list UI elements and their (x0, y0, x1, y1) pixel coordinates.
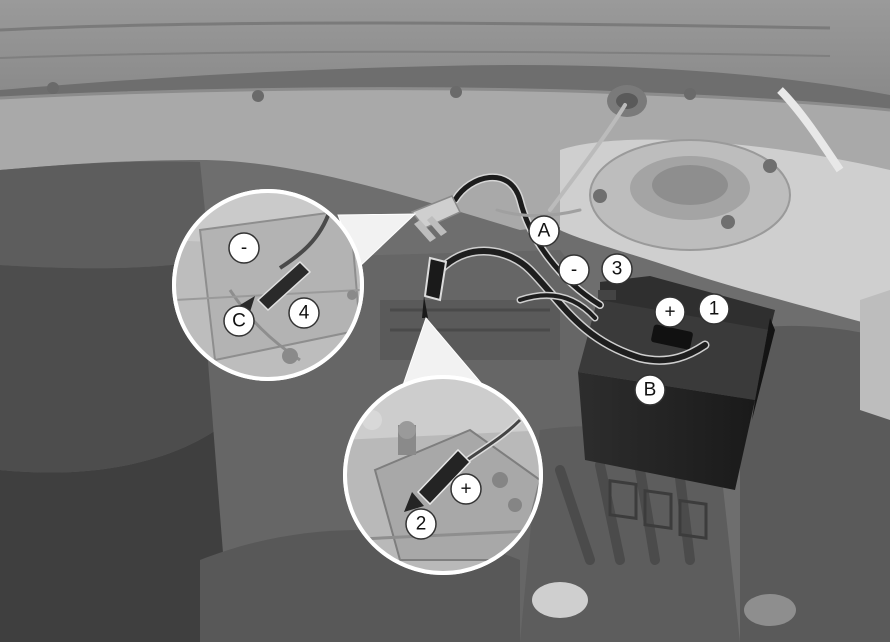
svg-text:4: 4 (299, 303, 310, 324)
callout-positive-battery: + (655, 297, 685, 327)
callout-b: B (635, 375, 665, 405)
svg-text:1: 1 (709, 299, 720, 320)
svg-text:B: B (644, 380, 657, 401)
callout-1: 1 (699, 294, 729, 324)
svg-text:3: 3 (612, 259, 623, 280)
callout-4: 4 (289, 298, 319, 328)
callout-positive-terminal: + (451, 474, 481, 504)
svg-text:-: - (241, 238, 247, 259)
callout-3: 3 (602, 254, 632, 284)
svg-text:+: + (664, 302, 675, 323)
svg-text:2: 2 (416, 514, 427, 535)
svg-text:+: + (460, 479, 471, 500)
callout-negative-engine: - (229, 233, 259, 263)
callout-c: C (224, 306, 254, 336)
svg-text:-: - (571, 260, 577, 281)
callout-2: 2 (406, 509, 436, 539)
svg-text:C: C (232, 311, 246, 332)
svg-text:A: A (538, 221, 551, 242)
callout-negative-battery: - (559, 255, 589, 285)
callout-a: A (529, 216, 559, 246)
